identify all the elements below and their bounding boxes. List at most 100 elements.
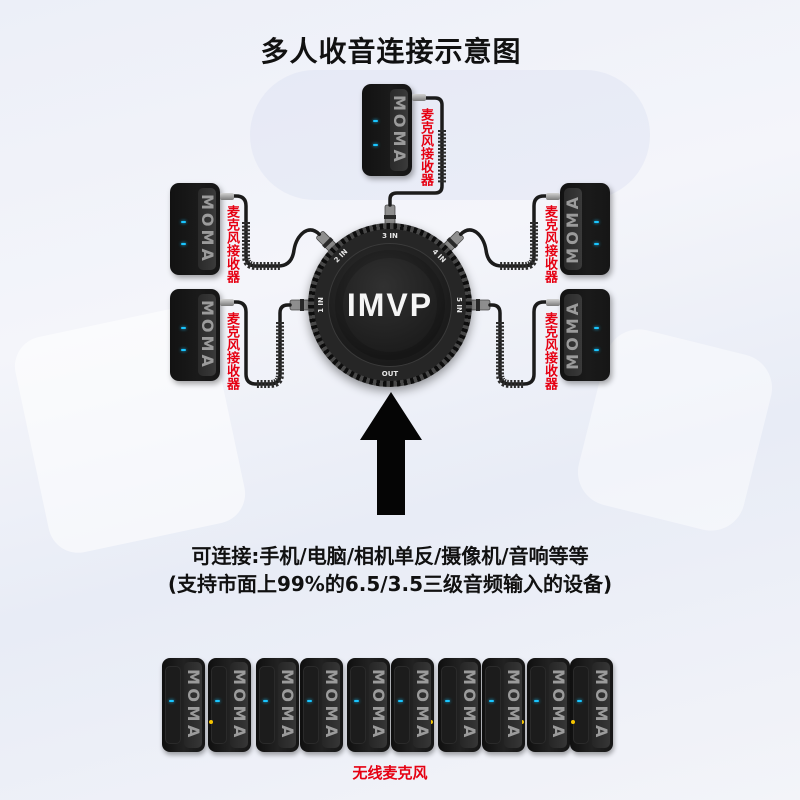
receiver-brand-label: MOMA bbox=[390, 95, 409, 165]
led-indicator bbox=[169, 700, 174, 702]
receiver-brand-label: MOMA bbox=[198, 194, 217, 264]
mic-panel: MOMA bbox=[369, 662, 388, 748]
mic-brand-label: MOMA bbox=[549, 669, 568, 741]
wireless-mic: MOMA bbox=[482, 658, 525, 752]
cable-4-in bbox=[458, 194, 550, 268]
wireless-mic: MOMA bbox=[300, 658, 343, 752]
led-indicator bbox=[181, 327, 186, 329]
receiver-panel: MOMA bbox=[563, 294, 582, 376]
mic-clip bbox=[530, 666, 546, 744]
port-label-3-in: 3 IN bbox=[382, 232, 398, 240]
port-label-1-in: 1 IN bbox=[317, 297, 325, 313]
cable-coil-2-in bbox=[242, 222, 280, 270]
cable-2-in bbox=[230, 194, 322, 268]
port-label-5-in: 5 IN bbox=[455, 297, 463, 313]
receiver-label-4-in: 麦克风接收器 bbox=[542, 205, 557, 283]
mic-brand-label: MOMA bbox=[413, 669, 432, 741]
audio-jack-plug-icon bbox=[220, 299, 234, 306]
mic-panel: MOMA bbox=[278, 662, 297, 748]
receiver-3-in: MOMA bbox=[362, 84, 426, 176]
audio-jack-plug-icon bbox=[412, 94, 426, 101]
mic-clip bbox=[165, 666, 181, 744]
port-label-out: OUT bbox=[381, 370, 399, 378]
audio-jack-plug-icon bbox=[220, 193, 234, 200]
mic-panel: MOMA bbox=[413, 662, 432, 748]
cable-coil-5-in bbox=[496, 322, 524, 388]
led-indicator bbox=[181, 349, 186, 351]
mic-panel: MOMA bbox=[549, 662, 568, 748]
cable-3-in bbox=[388, 96, 444, 207]
receiver-panel: MOMA bbox=[563, 188, 582, 270]
led-indicator bbox=[373, 144, 378, 146]
mic-brand-label: MOMA bbox=[322, 669, 341, 741]
mic-panel: MOMA bbox=[184, 662, 203, 748]
led-indicator bbox=[594, 221, 599, 223]
wireless-mic: MOMA bbox=[347, 658, 390, 752]
receiver-4-in: MOMA bbox=[546, 183, 610, 275]
mic-panel: MOMA bbox=[322, 662, 341, 748]
mic-clip bbox=[485, 666, 501, 744]
led-indicator bbox=[489, 700, 494, 702]
wireless-mic: MOMA bbox=[438, 658, 481, 752]
receiver-panel: MOMA bbox=[198, 188, 217, 270]
hub-brand-name: IMVP bbox=[346, 286, 434, 323]
cable-5-in bbox=[488, 300, 550, 386]
receiver-brand-label: MOMA bbox=[563, 194, 582, 264]
cable-coil-4-in bbox=[500, 222, 538, 270]
mic-panel: MOMA bbox=[230, 662, 249, 748]
receiver-label-3-in: 麦克风接收器 bbox=[418, 108, 433, 186]
receiver-2-in: MOMA bbox=[170, 183, 234, 275]
led-indicator bbox=[594, 349, 599, 351]
wireless-mic: MOMA bbox=[256, 658, 299, 752]
mic-brand-label: MOMA bbox=[369, 669, 388, 741]
mic-brand-label: MOMA bbox=[460, 669, 479, 741]
mic-brand-label: MOMA bbox=[278, 669, 297, 741]
status-dot bbox=[429, 720, 433, 724]
hub-face: IMVP bbox=[328, 243, 452, 367]
wireless-mic-label: 无线麦克风 bbox=[352, 764, 428, 782]
receiver-label-5-in: 麦克风接收器 bbox=[542, 312, 557, 390]
imvp-hub: IMVP 1 IN 2 IN 3 IN 4 IN 5 IN OUT bbox=[308, 223, 472, 387]
led-indicator bbox=[263, 700, 268, 702]
wireless-mic: MOMA bbox=[527, 658, 570, 752]
page-title: 多人收音连接示意图 bbox=[260, 35, 522, 68]
receiver-brand-label: MOMA bbox=[198, 300, 217, 370]
receiver-1-in: MOMA bbox=[170, 289, 234, 381]
wireless-mic: MOMA bbox=[391, 658, 434, 752]
led-indicator bbox=[594, 327, 599, 329]
led-indicator bbox=[373, 120, 378, 122]
receiver-panel: MOMA bbox=[198, 294, 217, 376]
mic-panel: MOMA bbox=[460, 662, 479, 748]
wireless-mic: MOMA bbox=[162, 658, 205, 752]
mic-clip bbox=[441, 666, 457, 744]
led-indicator bbox=[354, 700, 359, 702]
mic-clip bbox=[573, 666, 589, 744]
mic-brand-label: MOMA bbox=[230, 669, 249, 741]
arrow-up-icon bbox=[360, 392, 422, 515]
compatibility-line-1: 可连接:手机/电脑/相机单反/摄像机/音响等等 bbox=[191, 544, 589, 568]
compatibility-line-2: (支持市面上99%的6.5/3.5三级音频输入的设备) bbox=[167, 572, 613, 596]
mic-brand-label: MOMA bbox=[184, 669, 203, 741]
status-dot bbox=[571, 720, 575, 724]
receiver-brand-label: MOMA bbox=[563, 300, 582, 370]
receiver-label-1-in: 麦克风接收器 bbox=[224, 312, 239, 390]
led-indicator bbox=[398, 700, 403, 702]
receiver-label-2-in: 麦克风接收器 bbox=[224, 205, 239, 283]
cable-coil-1-in bbox=[256, 322, 284, 388]
mic-clip bbox=[394, 666, 410, 744]
status-dot bbox=[209, 720, 213, 724]
cable-1-in bbox=[230, 300, 292, 386]
led-indicator bbox=[215, 700, 220, 702]
wireless-mic: MOMA bbox=[208, 658, 251, 752]
mic-panel: MOMA bbox=[592, 662, 611, 748]
led-indicator bbox=[445, 700, 450, 702]
mic-brand-label: MOMA bbox=[592, 669, 611, 741]
led-indicator bbox=[534, 700, 539, 702]
led-indicator bbox=[181, 221, 186, 223]
status-dot bbox=[520, 720, 524, 724]
mic-clip bbox=[350, 666, 366, 744]
mic-clip bbox=[211, 666, 227, 744]
mic-panel: MOMA bbox=[504, 662, 523, 748]
mic-clip bbox=[259, 666, 275, 744]
led-indicator bbox=[181, 243, 186, 245]
